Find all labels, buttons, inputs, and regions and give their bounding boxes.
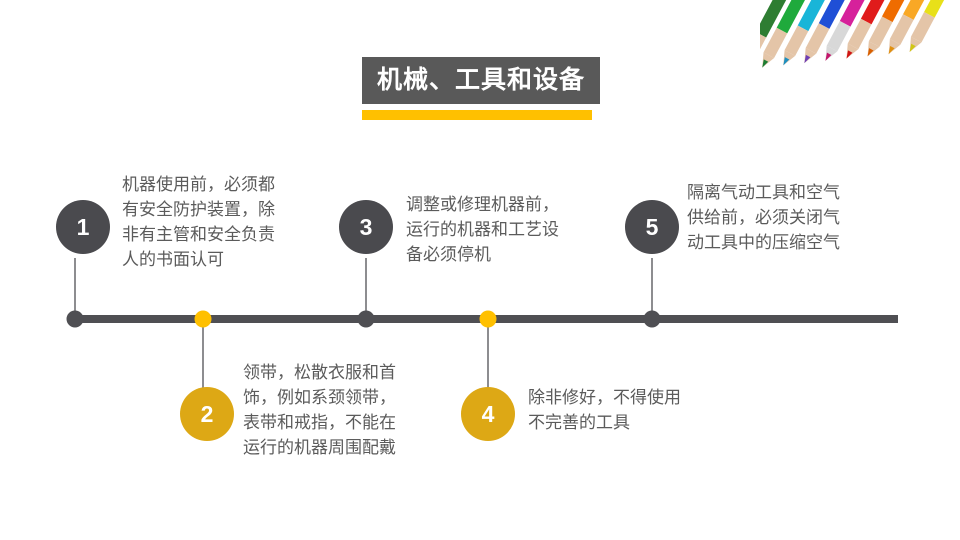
step-number-4: 4 <box>481 400 495 427</box>
step-text-1: 机器使用前，必须都 有安全防护装置，除 非有主管和安全负责 人的书面认可 <box>122 175 275 269</box>
timeline-dot-5[interactable] <box>643 310 661 328</box>
timeline-dot-4[interactable] <box>479 310 497 328</box>
timeline-dot-3[interactable] <box>357 310 375 328</box>
step-circle-1[interactable]: 1 <box>56 200 110 254</box>
connector-2 <box>202 320 204 388</box>
timeline-dot-2[interactable] <box>194 310 212 328</box>
title-underline-bar <box>362 110 592 120</box>
step-text-2: 领带，松散衣服和首 饰，例如系颈领带， 表带和戒指，不能在 运行的机器周围配戴 <box>243 363 396 457</box>
step-number-1: 1 <box>76 213 90 240</box>
step-text-3: 调整或修理机器前， 运行的机器和工艺设 备必须停机 <box>406 195 559 264</box>
page-title-block: 机械、工具和设备 <box>362 57 600 104</box>
timeline-dot-1[interactable] <box>66 310 84 328</box>
page-title: 机械、工具和设备 <box>376 66 585 94</box>
step-number-3: 3 <box>359 213 373 240</box>
step-text-5: 隔离气动工具和空气 供给前，必须关闭气 动工具中的压缩空气 <box>687 183 840 252</box>
connector-3 <box>365 258 367 318</box>
step-circle-4[interactable]: 4 <box>461 387 515 441</box>
connector-1 <box>74 258 76 318</box>
colored-pencils-decoration <box>741 0 960 160</box>
step-number-5: 5 <box>645 213 659 240</box>
step-number-2: 2 <box>200 400 214 427</box>
connector-5 <box>651 258 653 318</box>
step-circle-2[interactable]: 2 <box>180 387 234 441</box>
step-circle-5[interactable]: 5 <box>625 200 679 254</box>
step-text-4: 除非修好，不得使用 不完善的工具 <box>528 388 681 432</box>
connector-4 <box>487 320 489 388</box>
step-circle-3[interactable]: 3 <box>339 200 393 254</box>
colored-pencils-icon <box>741 0 960 72</box>
